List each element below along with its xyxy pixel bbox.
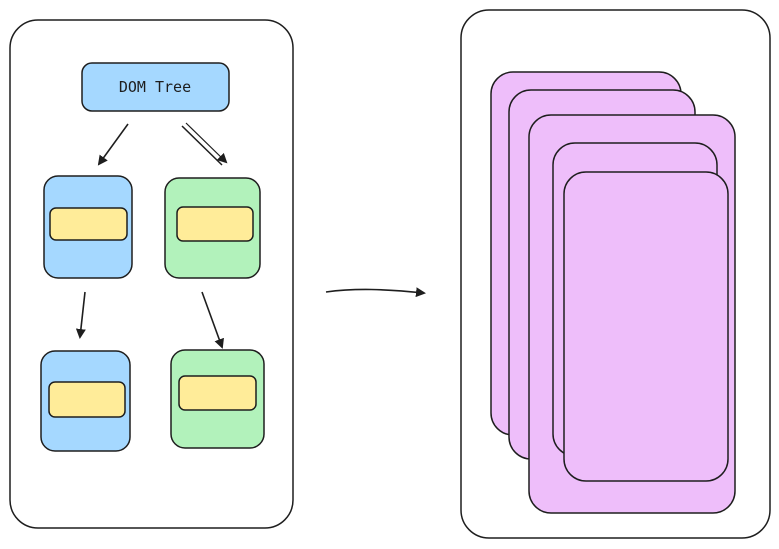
tree-node-slot	[178, 375, 257, 411]
tree-node-blue-1	[43, 175, 133, 279]
tree-node-slot	[176, 206, 254, 242]
tree-node-green-2	[170, 349, 265, 449]
dom-tree-root-node: DOM Tree	[81, 62, 230, 112]
right-panel	[460, 9, 771, 539]
tree-node-slot	[49, 207, 128, 241]
tree-node-green-1	[164, 177, 261, 279]
transform-arrow	[325, 287, 426, 298]
arrow-root-to-blue-node	[97, 123, 129, 166]
tree-node-slot	[48, 381, 126, 418]
arrow-green-to-green-child	[201, 291, 224, 349]
left-panel: DOM Tree	[9, 19, 294, 529]
dom-tree-root-box	[81, 62, 230, 112]
arrow-root-to-green-node	[181, 122, 228, 166]
dom-tree-label: DOM Tree	[119, 78, 191, 96]
tree-node-blue-2	[40, 350, 131, 452]
arrow-blue-to-blue-child	[75, 291, 86, 339]
render-layer-5	[563, 171, 729, 482]
